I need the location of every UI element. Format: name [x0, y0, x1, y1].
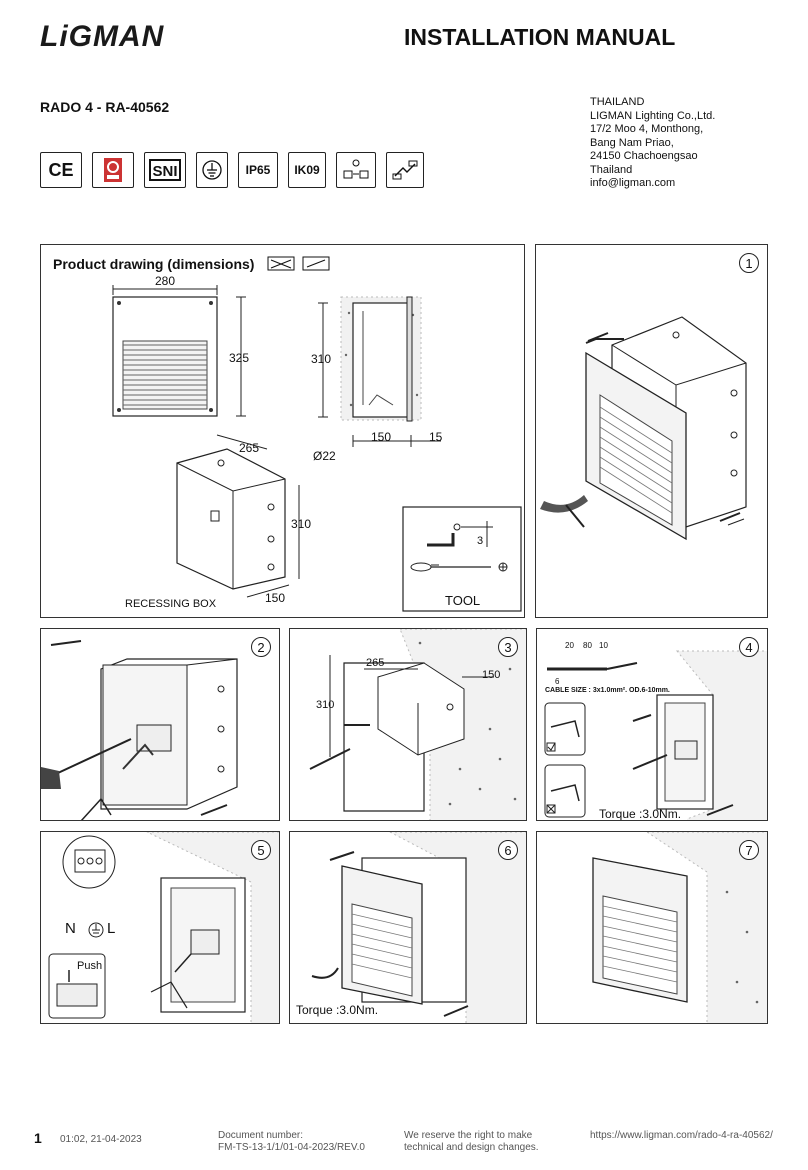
step-2-illustration [41, 640, 238, 820]
step-6-illustration [311, 832, 526, 1023]
step4-torque-label: Torque :3.0Nm. [599, 807, 682, 821]
dim-step3-width: 265 [366, 657, 385, 669]
address-line: LIGMAN Lighting Co.,Ltd. [590, 109, 716, 122]
dim-step3-depth: 150 [482, 669, 501, 681]
ip-rating-badge: IP65 [238, 152, 278, 188]
dim-strip-a: 20 [565, 641, 574, 650]
footer-docnum: Document number: FM-TS-13-1/1/01-04-2023… [218, 1130, 365, 1154]
step6-torque-label: Torque :3.0Nm. [296, 1003, 379, 1017]
mounting-info-icon [336, 152, 376, 188]
reserve-line: technical and design changes. [404, 1142, 539, 1153]
step-5-number: 5 [251, 840, 271, 860]
reserve-line: We reserve the right to make [404, 1130, 533, 1141]
dim-step3-height: 310 [316, 699, 335, 711]
step-6-panel: Torque :3.0Nm. 6 [289, 831, 527, 1024]
address-line: Bang Nam Priao, [590, 136, 674, 149]
footer-timestamp: 01:02, 21-04-2023 [60, 1134, 142, 1145]
ce-mark-icon: CE [40, 152, 82, 188]
dim-strip-b: 80 [583, 641, 592, 650]
dim-box-diameter: Ø22 [313, 449, 336, 463]
dimension-drawing [112, 285, 522, 612]
address-email: info@ligman.com [590, 177, 676, 189]
docnum-value: FM-TS-13-1/1/01-04-2023/REV.0 [218, 1142, 365, 1153]
dim-box-height: 310 [291, 517, 312, 531]
dim-side-offset: 15 [429, 430, 443, 444]
address-line: Thailand [590, 163, 633, 176]
mounting-surface-icon [267, 256, 330, 271]
step-3-illustration [309, 629, 526, 820]
address-line: 17/2 Moo 4, Monthong, [590, 123, 704, 135]
footer-url-link[interactable]: https://www.ligman.com/rado-4-ra-40562/ [590, 1130, 773, 1141]
docnum-label: Document number: [218, 1130, 304, 1141]
company-address: THAILAND LIGMAN Lighting Co.,Ltd. 17/2 M… [590, 96, 715, 191]
step-4-number: 4 [739, 637, 759, 657]
safety-mark-icon [92, 152, 134, 188]
step-7-panel: 7 [536, 831, 768, 1024]
live-label: L [107, 920, 116, 937]
dim-front-height: 325 [229, 351, 250, 365]
step-1-panel: 1 [535, 244, 768, 618]
step-3-number: 3 [498, 637, 518, 657]
dim-strip-c: 10 [599, 641, 608, 650]
step-5-illustration [48, 832, 279, 1023]
tool-dimension: 3 [477, 535, 484, 547]
step-7-number: 7 [739, 840, 759, 860]
drawing-title: Product drawing (dimensions) [53, 256, 255, 272]
product-code: RADO 4 - RA-40562 [40, 99, 170, 115]
neutral-label: N [65, 920, 76, 937]
address-line: THAILAND [590, 96, 645, 108]
svg-text:SNI: SNI [152, 163, 177, 180]
step-2-panel: 2 [40, 628, 280, 821]
step-4-illustration [544, 650, 767, 820]
dim-box-width: 265 [239, 441, 260, 455]
push-label: Push [77, 960, 103, 972]
dim-strip-d: 6 [555, 677, 560, 686]
recessing-box-label: RECESSING BOX [125, 598, 217, 610]
dim-side-depth: 150 [371, 430, 392, 444]
connector-icon [386, 152, 424, 188]
step-1-number: 1 [739, 253, 759, 273]
earth-ground-icon [196, 152, 228, 188]
dim-side-height: 310 [311, 352, 332, 366]
ik-rating-badge: IK09 [288, 152, 326, 188]
tool-label: TOOL [445, 593, 481, 608]
step-4-panel: 20 80 10 6 CABLE SIZE : 3x1.0mm². OD.6-1… [536, 628, 768, 821]
sni-mark-icon: SNI [144, 152, 186, 188]
certification-row: CE SNI IP65 IK09 [40, 152, 424, 188]
step-6-number: 6 [498, 840, 518, 860]
step-2-number: 2 [251, 637, 271, 657]
page-title: INSTALLATION MANUAL [404, 24, 676, 50]
dim-front-width: 280 [155, 274, 176, 288]
footer-reserve-notice: We reserve the right to make technical a… [404, 1130, 539, 1154]
step-5-panel: N L Push 5 [40, 831, 280, 1024]
company-logo: LiGMAN [40, 20, 165, 53]
product-drawing-panel: Product drawing (dimensions) 280 325 310… [40, 244, 525, 618]
address-line: 24150 Chachoengsao [590, 150, 698, 162]
step-1-illustration [540, 316, 747, 541]
step-3-panel: 265 150 310 3 [289, 628, 527, 821]
dim-box-depth: 150 [265, 591, 286, 605]
cable-size-label: CABLE SIZE : 3x1.0mm². OD.6-10mm. [545, 687, 670, 694]
page-number: 1 [34, 1130, 42, 1146]
step-7-illustration [592, 832, 767, 1023]
